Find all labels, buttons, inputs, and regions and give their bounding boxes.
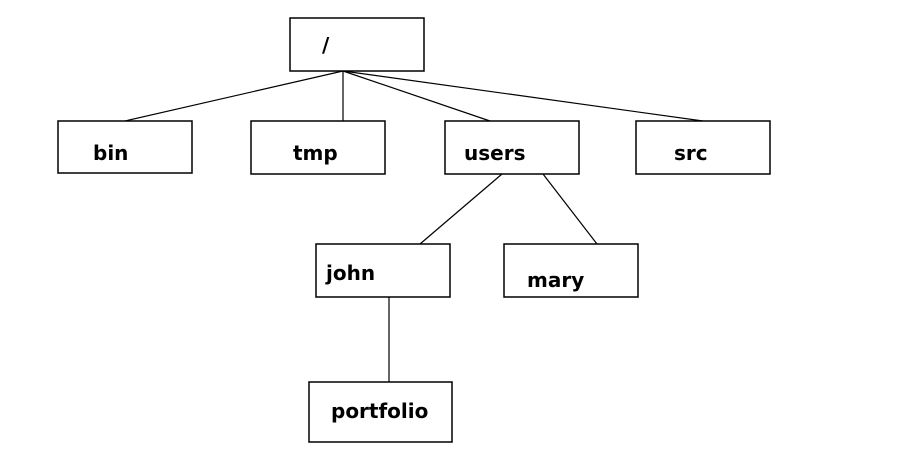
node-tmp: tmp: [250, 120, 386, 175]
node-tmp-label: tmp: [293, 141, 338, 165]
node-users: users: [444, 120, 580, 175]
node-john-box: [315, 243, 451, 298]
tree-edges: [124, 70, 704, 382]
node-root-label: /: [322, 33, 330, 57]
node-portfolio: portfolio: [308, 381, 453, 443]
node-john: john: [315, 243, 451, 298]
node-john-label: john: [325, 261, 375, 285]
node-root-box: [289, 17, 425, 72]
node-users-label: users: [464, 141, 525, 165]
edge-root-users: [342, 70, 491, 122]
node-bin: bin: [57, 120, 193, 174]
node-src-label: src: [674, 141, 708, 165]
node-users-box: [444, 120, 580, 175]
node-mary-box: [503, 243, 639, 298]
edge-root-src: [342, 70, 704, 122]
node-mary-label: mary: [527, 268, 584, 292]
edge-users-john: [419, 173, 503, 245]
node-portfolio-box: [308, 381, 453, 443]
node-tmp-box: [250, 120, 386, 175]
node-bin-label: bin: [93, 141, 128, 165]
node-bin-box: [57, 120, 193, 174]
edge-users-mary: [542, 173, 598, 245]
node-portfolio-label: portfolio: [331, 399, 428, 423]
node-root: /: [289, 17, 425, 72]
node-src-box: [635, 120, 771, 175]
edge-root-bin: [124, 70, 344, 122]
node-mary: mary: [503, 243, 639, 298]
node-src: src: [635, 120, 771, 175]
